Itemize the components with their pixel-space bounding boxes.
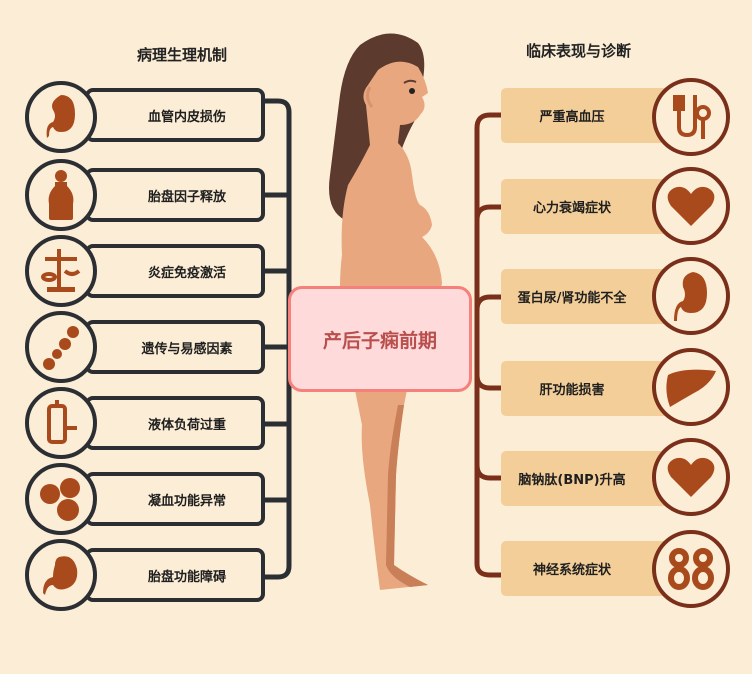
- left-item-label: 凝血功能异常: [147, 493, 226, 509]
- left-item-label: 遗传与易感因素: [141, 341, 233, 357]
- left-item-box: 凝血功能异常: [85, 472, 265, 526]
- right-item-label: 神经系统症状: [532, 563, 611, 578]
- left-item-box: 遗传与易感因素: [85, 320, 265, 374]
- right-item-box: 严重高血压: [501, 88, 673, 143]
- heart-icon: [652, 167, 730, 245]
- left-item-box: 胎盘因子释放: [85, 168, 265, 222]
- left-item-box: 胎盘功能障碍: [85, 548, 265, 602]
- right-item-label: 脑钠肽(BNP)升高: [518, 473, 626, 488]
- iv-bag-icon: [25, 387, 97, 459]
- left-item-label: 血管内皮损伤: [147, 109, 226, 125]
- right-item-label: 心力衰竭症状: [532, 201, 611, 216]
- left-item-label: 液体负荷过重: [147, 417, 226, 433]
- right-item-box: 心力衰竭症状: [501, 179, 673, 234]
- right-item-label: 肝功能损害: [539, 383, 605, 398]
- right-section-title: 临床表现与诊断: [526, 42, 632, 60]
- kidney-icon: [652, 257, 730, 335]
- scale-icon: [25, 235, 97, 307]
- left-item-box: 炎症免疫激活: [85, 244, 265, 298]
- left-item-box: 血管内皮损伤: [85, 88, 265, 142]
- kidney-icon: [25, 81, 97, 153]
- blood-pressure-icon: [652, 78, 730, 156]
- center-topic-box: 产后子痫前期: [288, 286, 472, 392]
- center-topic-label: 产后子痫前期: [322, 329, 437, 352]
- heart-icon: [652, 438, 730, 516]
- right-item-box: 脑钠肽(BNP)升高: [501, 451, 673, 506]
- liver-icon: [652, 348, 730, 426]
- left-item-box: 液体负荷过重: [85, 396, 265, 450]
- right-item-box: 肝功能损害: [501, 361, 673, 416]
- left-item-label: 胎盘因子释放: [147, 189, 226, 205]
- brain-88-icon: [652, 530, 730, 608]
- right-item-label: 蛋白尿/肾功能不全: [517, 291, 627, 306]
- left-item-label: 胎盘功能障碍: [147, 569, 226, 585]
- left-section-title: 病理生理机制: [137, 46, 228, 64]
- dots-icon: [25, 311, 97, 383]
- bottle-icon: [25, 159, 97, 231]
- left-item-label: 炎症免疫激活: [147, 265, 226, 281]
- right-item-box: 蛋白尿/肾功能不全: [501, 269, 673, 324]
- right-item-box: 神经系统症状: [501, 541, 673, 596]
- right-item-label: 严重高血压: [539, 110, 605, 125]
- blood-cells-icon: [25, 463, 97, 535]
- stomach-icon: [25, 539, 97, 611]
